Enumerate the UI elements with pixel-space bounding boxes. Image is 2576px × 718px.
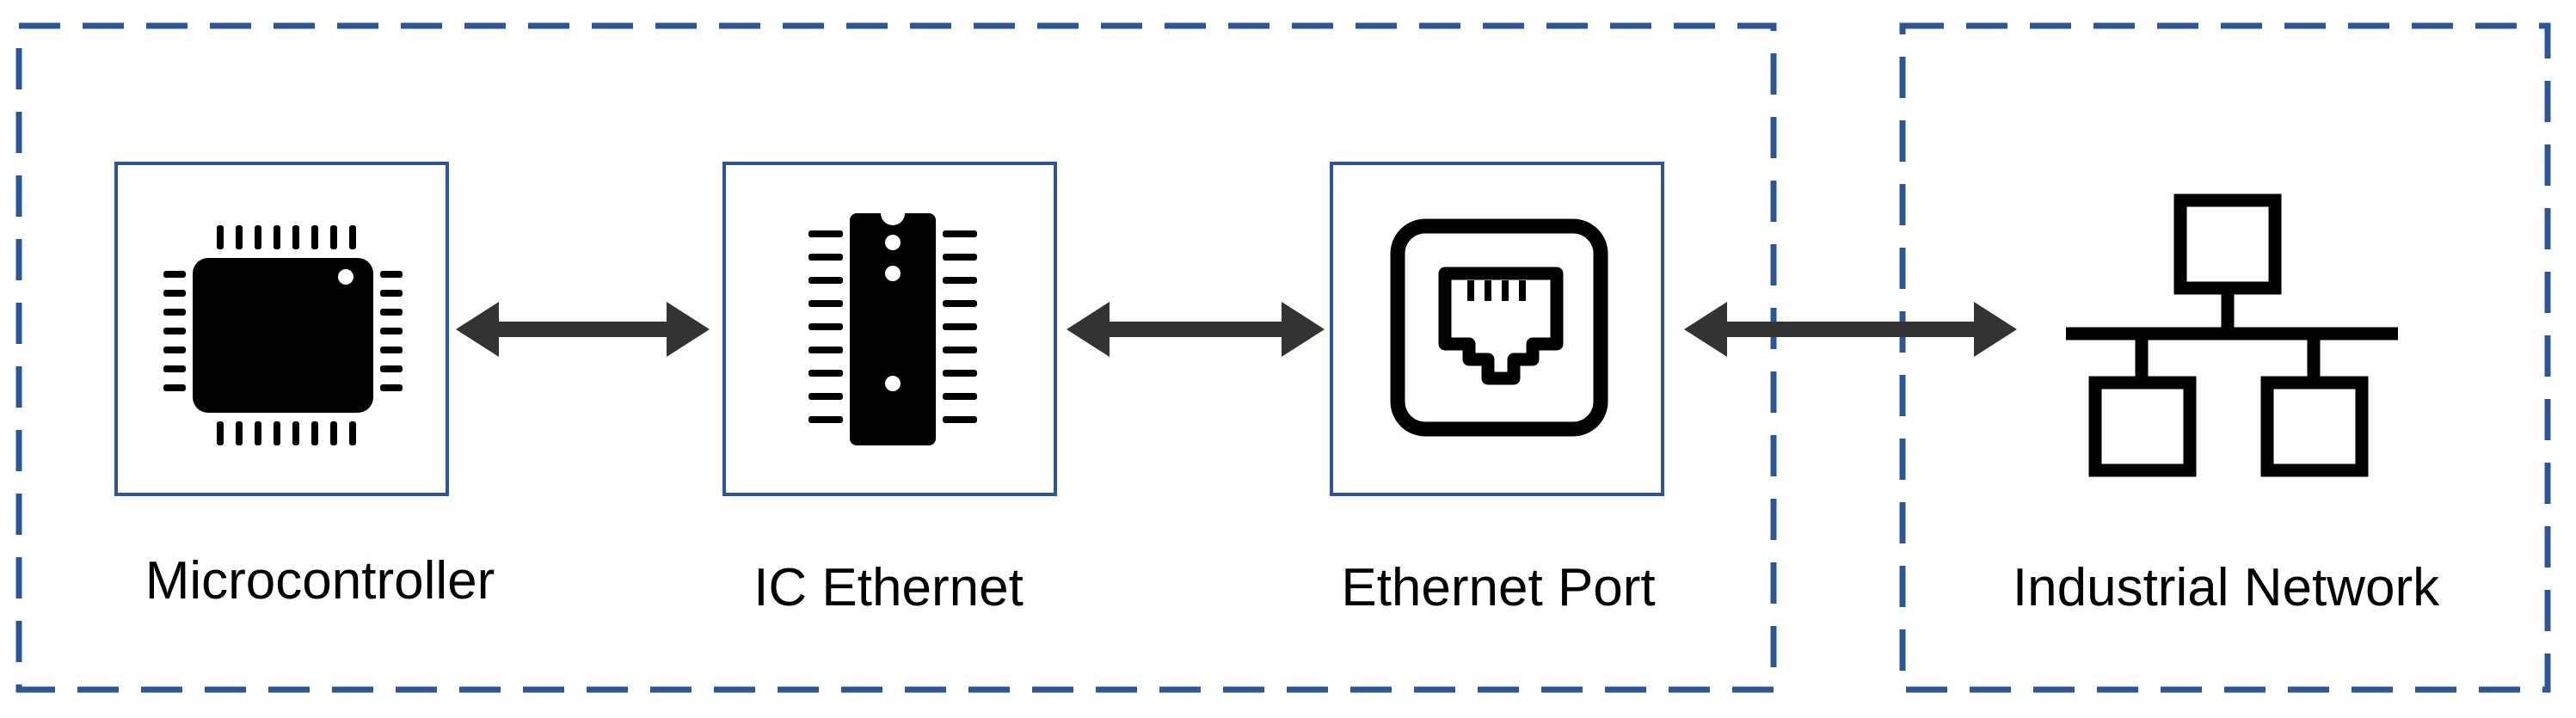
ic-ethernet-label: IC Ethernet [753, 558, 1024, 617]
microcontroller-label: Microcontroller [144, 551, 495, 611]
connection-arrow-1 [456, 302, 710, 357]
industrial-network-label: Industrial Network [2012, 558, 2440, 617]
dip-ic-icon [808, 213, 977, 445]
network-topology-icon [2066, 193, 2398, 477]
microcontroller-chip-icon [163, 225, 403, 445]
connection-arrow-2 [1067, 302, 1325, 357]
ethernet-port-label: Ethernet Port [1341, 558, 1656, 617]
rj45-port-icon [1390, 218, 1608, 437]
connection-arrow-3 [1684, 302, 2017, 357]
network-group-boundary [1899, 22, 2551, 693]
ethernet-port-box [1330, 162, 1664, 496]
